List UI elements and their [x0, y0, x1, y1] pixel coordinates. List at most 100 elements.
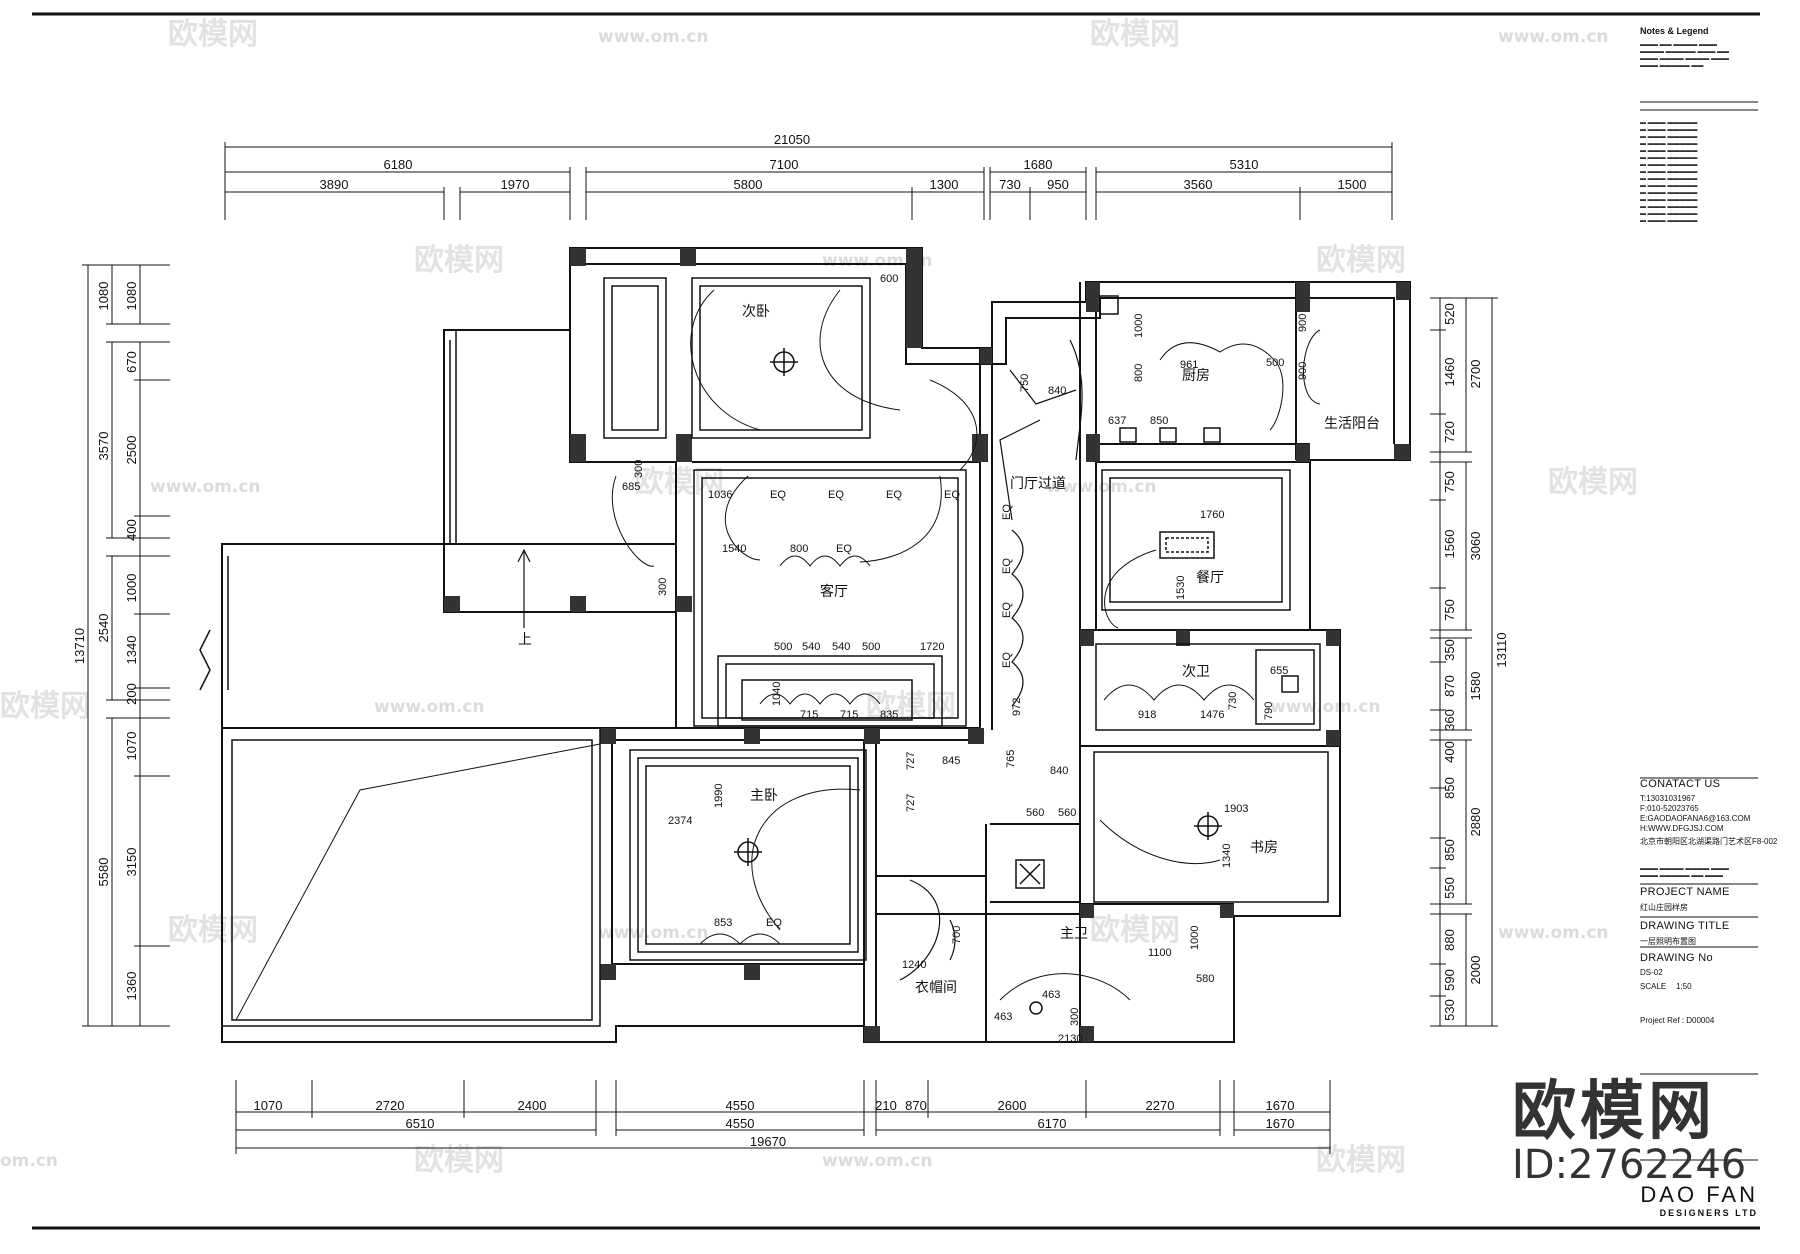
dim-right: 1580	[1468, 672, 1483, 701]
dim-bottom: 210	[875, 1098, 897, 1113]
dim-left: 3150	[124, 848, 139, 877]
inner-dim: 727	[905, 794, 917, 812]
inner-dim: 1990	[713, 784, 725, 808]
brand-id: ID:2762246	[1512, 1142, 1747, 1188]
dimensions-right	[1430, 297, 1498, 1027]
eq-label: EQ	[1001, 504, 1013, 520]
watermark: 欧模网	[1090, 17, 1180, 52]
dim-right: 520	[1442, 303, 1457, 325]
inner-dim: 1903	[1224, 803, 1248, 815]
dim-right: 2880	[1468, 808, 1483, 837]
title-block: Notes & Legend ▬▬▬ ▬▬ ▬▬▬▬ ▬▬▬▬▬▬▬ ▬▬▬▬▬…	[1636, 20, 1786, 1250]
inner-dim: 580	[1196, 973, 1214, 985]
inner-dim: 765	[1005, 750, 1017, 768]
dim-right: 350	[1442, 639, 1457, 661]
dim-top: 1500	[1338, 177, 1367, 192]
watermark: 欧模网	[414, 1143, 504, 1178]
dim-top: 1970	[501, 177, 530, 192]
dim-bottom: 2270	[1146, 1098, 1175, 1113]
dim-right: 850	[1442, 777, 1457, 799]
dim-top: 730	[999, 177, 1021, 192]
watermark-url: www.om.cn	[1498, 27, 1609, 47]
dim-bottom: 2720	[376, 1098, 405, 1113]
dim-left: 1080	[124, 282, 139, 311]
inner-dim: 840	[1050, 765, 1068, 777]
project-name-value: 红山庄园样房	[1640, 903, 1688, 912]
site-brand: 欧模网 ID:2762246	[1512, 1060, 1746, 1188]
balcony-left	[199, 329, 601, 1027]
inner-dim: 750	[1019, 374, 1031, 392]
dim-left: 1080	[96, 282, 111, 311]
kitchen-fixtures	[1099, 295, 1321, 443]
notes-text: ▬▬▬ ▬▬ ▬▬▬▬ ▬▬▬▬▬▬▬ ▬▬▬▬▬ ▬▬▬ ▬▬▬▬▬ ▬▬▬▬…	[1640, 42, 1730, 69]
dim-top: 950	[1047, 177, 1069, 192]
inner-dim: 655	[1270, 665, 1288, 677]
dim-left: 200	[124, 683, 139, 705]
dim-left: 1000	[124, 574, 139, 603]
contact-address: 北京市朝阳区北湖渠路门艺术区F8-002	[1640, 837, 1778, 846]
inner-dim: 918	[1138, 709, 1156, 721]
contact-email: E:GAODAOFANA6@163.COM	[1640, 814, 1751, 823]
brand-name: 欧模网	[1512, 1075, 1716, 1149]
inner-dim: 900	[1297, 362, 1309, 380]
dim-top: 3890	[320, 177, 349, 192]
dim-left: 1070	[124, 732, 139, 761]
inner-dim: 500	[774, 641, 792, 653]
inner-dim: 1040	[771, 682, 783, 706]
watermarks: 欧模网 www.om.cn 欧模网 www.om.cn 欧模网 www.om.c…	[0, 17, 1638, 1178]
stair-arrow	[517, 548, 531, 628]
room-label-balcony: 生活阳台	[1324, 416, 1380, 432]
dim-top: 6180	[384, 157, 413, 172]
notes-title: Notes & Legend	[1640, 26, 1709, 36]
drawing-no-label: DRAWING No	[1640, 952, 1713, 964]
drawing-title-value: 一层照明布置图	[1640, 937, 1696, 946]
drawing-no-value: DS-02	[1640, 968, 1663, 977]
dim-right: 750	[1442, 599, 1457, 621]
watermark: 欧模网	[1316, 243, 1406, 278]
dim-right: 400	[1442, 741, 1457, 763]
eq-label: EQ	[1001, 558, 1013, 574]
inner-dim: 500	[862, 641, 880, 653]
dim-left: 670	[124, 351, 139, 373]
bedroom2-fixtures	[603, 277, 901, 439]
dim-bottom: 870	[905, 1098, 927, 1113]
inner-dim: 1000	[1189, 926, 1201, 950]
dim-left: 3570	[96, 432, 111, 461]
study-fixtures	[1093, 751, 1329, 903]
inner-dim: 790	[1263, 702, 1275, 720]
watermark-url: www.om.cn	[1498, 923, 1609, 943]
inner-dim: 727	[905, 752, 917, 770]
address-english: ▬▬▬ ▬▬▬▬ ▬▬▬▬ ▬▬▬▬▬▬ ▬▬▬▬▬ ▬▬ ▬▬▬	[1640, 866, 1730, 879]
dim-right: 750	[1442, 471, 1457, 493]
living-ceiling	[611, 379, 978, 727]
inner-dim: 500	[1266, 357, 1284, 369]
inner-dim: 1476	[1200, 709, 1224, 721]
dim-right: 850	[1442, 839, 1457, 861]
master-bath-fixtures	[999, 859, 1131, 1015]
inner-dim: 540	[832, 641, 850, 653]
watermark: 欧模网	[1548, 465, 1638, 500]
dim-right: 1560	[1442, 530, 1457, 559]
dimensions-bottom	[235, 1080, 1331, 1154]
closet-fixtures	[899, 879, 956, 981]
inner-dim: 1720	[920, 641, 944, 653]
dim-left-total: 13710	[72, 628, 87, 664]
contact-fax: F:010-52023765	[1640, 804, 1699, 813]
inner-dim: 730	[1227, 692, 1239, 710]
contact-tel: T:13031031967	[1640, 794, 1696, 803]
watermark-url: www.om.cn	[374, 697, 485, 717]
eq-label: EQ	[1001, 602, 1013, 618]
watermark: 欧模网	[168, 17, 258, 52]
dim-bottom: 4550	[726, 1098, 755, 1113]
room-label-hall: 门厅过道	[1010, 476, 1066, 492]
watermark: 欧模网	[0, 689, 90, 724]
eq-label: EQ	[1001, 652, 1013, 668]
inner-dim: 1760	[1200, 509, 1224, 521]
room-label-kitchen: 厨房	[1182, 368, 1210, 384]
dim-top: 1300	[930, 177, 959, 192]
room-label-study: 书房	[1250, 840, 1278, 856]
dim-bottom: 6510	[406, 1116, 435, 1131]
drawing-title-label: DRAWING TITLE	[1640, 920, 1730, 932]
dim-right: 360	[1442, 709, 1457, 731]
dimensions-left	[82, 264, 170, 1027]
